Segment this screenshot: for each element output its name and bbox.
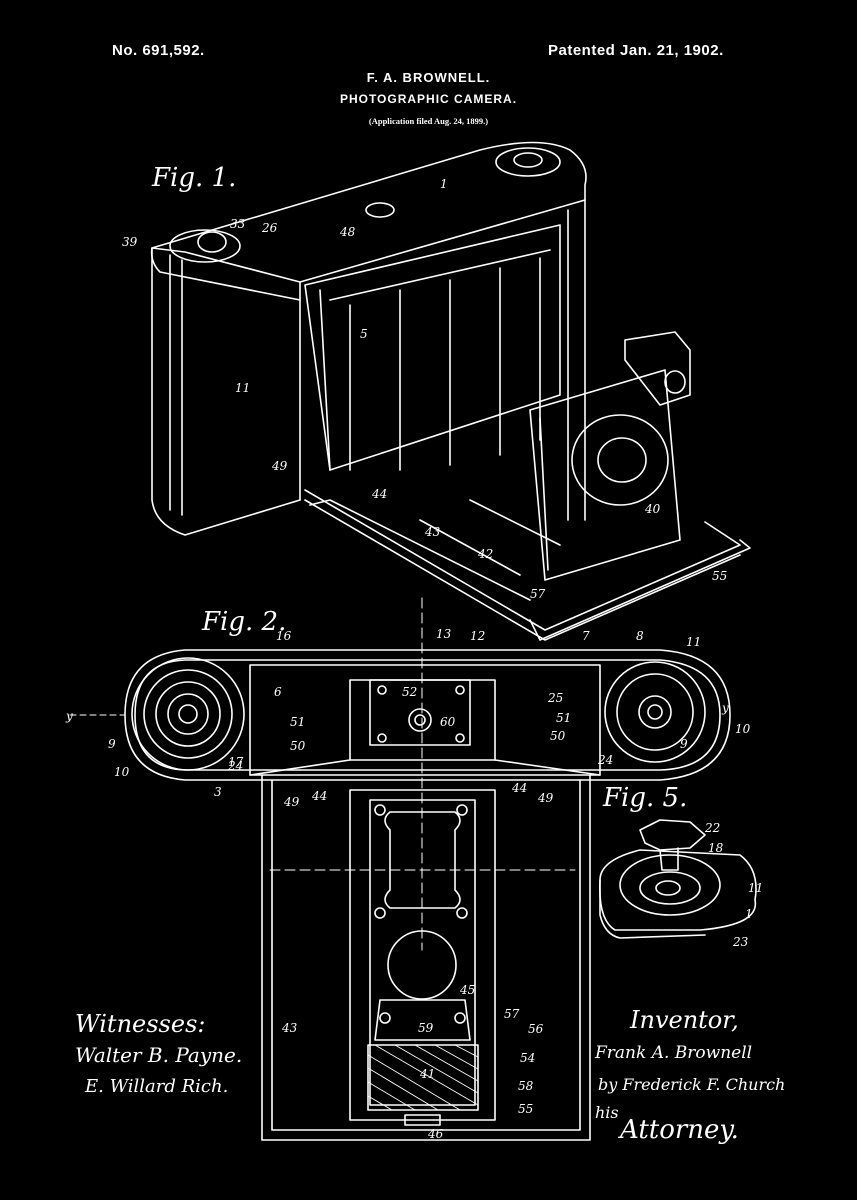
fig2-ref-numeral: 50 <box>550 729 566 743</box>
fig2-ref-numeral: y <box>721 701 729 715</box>
fig2-ref-numeral: 54 <box>520 1051 535 1065</box>
fig2-ref-numeral: 60 <box>440 715 456 729</box>
witness-signature-1: Walter B. Payne. <box>75 1043 242 1067</box>
fig1-title: Fig. 1. <box>151 163 236 193</box>
patent-number: No. 691,592. <box>112 42 205 59</box>
fig2-ref-numeral: 45 <box>459 983 475 997</box>
fig1-ref-numeral: 40 <box>644 502 661 516</box>
fig1-ref-numeral: 55 <box>712 569 727 583</box>
fig2-ref-numeral: 44 <box>311 789 327 803</box>
fig2-ref-numeral: 16 <box>276 629 292 643</box>
fig2-ref-numeral: 49 <box>537 791 554 805</box>
patent-title: PHOTOGRAPHIC CAMERA. <box>339 92 518 106</box>
fig2-section-drawing <box>69 597 731 1141</box>
fig2-title: Fig. 2. <box>201 607 286 637</box>
fig1-ref-numeral: 42 <box>477 547 493 561</box>
fig1-ref-numeral: 48 <box>339 225 356 239</box>
fig2-ref-numeral: 6 <box>274 685 282 699</box>
fig2-ref-numeral: 24 <box>597 753 613 767</box>
fig1-ref-numeral: 43 <box>424 525 441 539</box>
fig1-ref-numeral: 26 <box>261 221 278 235</box>
fig2-ref-numeral: 10 <box>114 765 130 779</box>
fig2-ref-numeral: 56 <box>528 1022 544 1036</box>
attorney-label: Attorney. <box>618 1115 739 1145</box>
his-label: his <box>595 1103 619 1122</box>
fig2-ref-numeral: 3 <box>214 785 222 799</box>
witnesses-label: Witnesses: <box>75 1010 205 1038</box>
inventor-name: F. A. BROWNELL. <box>366 70 491 85</box>
inventor-signature: Frank A. Brownell <box>594 1043 752 1063</box>
fig1-ref-numeral: 33 <box>230 217 246 231</box>
fig5-ref-numeral: 23 <box>732 935 749 949</box>
fig2-ref-numeral: 17 <box>228 755 244 769</box>
fig5-ref-numeral: 1 <box>745 907 753 921</box>
fig2-ref-numeral: 46 <box>427 1127 444 1141</box>
patented-date: Patented Jan. 21, 1902. <box>548 42 724 59</box>
fig2-ref-numeral: 24 <box>227 759 243 773</box>
fig1-ref-numeral: 44 <box>371 487 387 501</box>
witness-signature-2: E. Willard Rich. <box>84 1076 228 1097</box>
fig2-ref-numeral: 10 <box>735 722 751 736</box>
fig2-ref-numeral: 9 <box>108 737 116 751</box>
fig2-ref-numeral: 51 <box>290 715 305 729</box>
fig2-ref-numeral: 13 <box>436 627 452 641</box>
attorney-signature: by Frederick F. Church <box>598 1075 785 1094</box>
fig1-ref-numeral: 11 <box>235 381 250 395</box>
fig2-ref-numeral: 11 <box>686 635 701 649</box>
fig2-ref-numeral: 41 <box>419 1067 435 1081</box>
fig1-ref-numeral: 39 <box>122 235 138 249</box>
fig5-title: Fig. 5. <box>602 783 687 813</box>
fig2-ref-numeral: 43 <box>281 1021 298 1035</box>
fig2-ref-numeral: 52 <box>402 685 417 699</box>
fig5-ref-numeral: 11 <box>748 881 763 895</box>
fig2-ref-numeral: 51 <box>556 711 571 725</box>
fig5-ref-numeral: 18 <box>708 841 724 855</box>
fig5-detail-drawing <box>598 819 757 939</box>
fig2-ref-numeral: 25 <box>547 691 563 705</box>
fig2-ref-numeral: 12 <box>470 629 485 643</box>
fig2-ref-numeral: 55 <box>518 1102 533 1116</box>
fig1-ref-numeral: 57 <box>530 587 546 601</box>
fig2-ref-numeral: 7 <box>582 629 590 643</box>
fig2-ref-numeral: 50 <box>290 739 306 753</box>
fig5-ref-numeral: 22 <box>704 821 720 835</box>
fig1-ref-numeral: 1 <box>440 177 448 191</box>
fig2-ref-numeral: 8 <box>636 629 644 643</box>
application-date: (Application filed Aug. 24, 1899.) <box>368 116 489 126</box>
fig1-ref-numeral: 49 <box>271 459 288 473</box>
fig2-ref-numeral: 44 <box>511 781 527 795</box>
fig1-camera-drawing <box>150 141 751 641</box>
inventor-label: Inventor, <box>629 1006 739 1034</box>
fig2-ref-numeral: y <box>65 709 73 723</box>
fig1-ref-numeral: 5 <box>360 327 368 341</box>
fig2-ref-numeral: 9 <box>680 737 688 751</box>
fig2-ref-numeral: 58 <box>518 1079 534 1093</box>
fig2-ref-numeral: 59 <box>418 1021 434 1035</box>
fig2-ref-numeral: 57 <box>504 1007 520 1021</box>
fig2-ref-numeral: 49 <box>283 795 300 809</box>
